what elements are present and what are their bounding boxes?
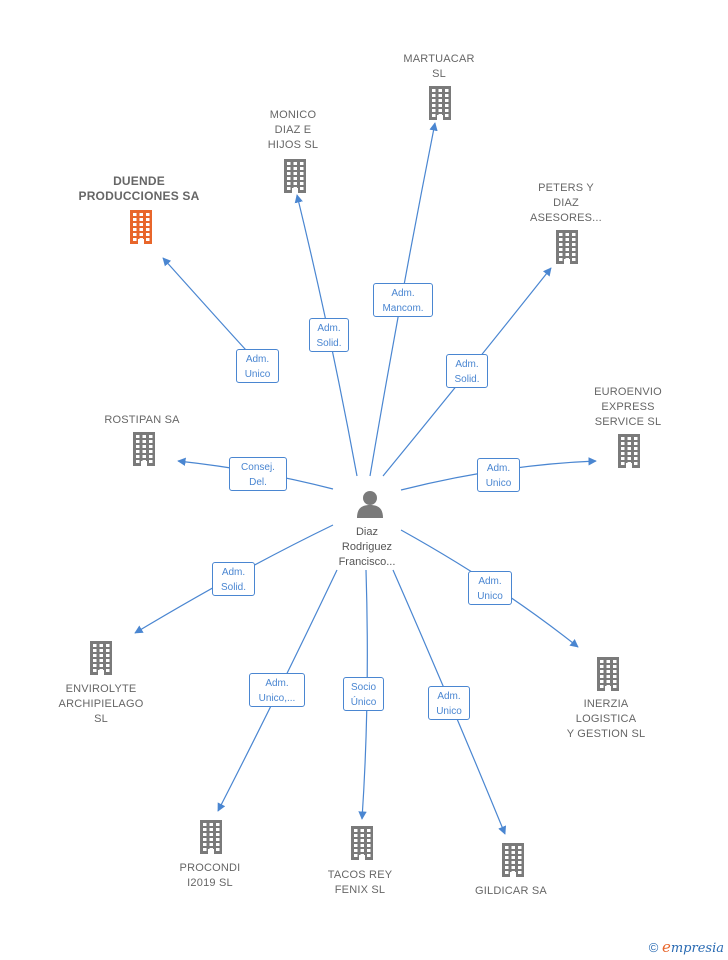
relation-label-inerzia: Adm. Unico [468, 571, 512, 605]
person-icon [357, 491, 383, 518]
relation-label-duende: Adm. Unico [236, 349, 279, 383]
node-label-procondi[interactable]: PROCONDI I2019 SL [179, 862, 241, 889]
building-icon[interactable] [200, 820, 222, 854]
relation-label-procondi: Adm. Unico,... [249, 673, 305, 707]
building-icon[interactable] [502, 843, 524, 877]
node-label-duende[interactable]: DUENDE PRODUCCIONES SA [78, 174, 200, 203]
node-label-rostipan[interactable]: ROSTIPAN SA [104, 414, 180, 426]
relation-label-martuacar: Adm. Mancom. [373, 283, 433, 317]
relation-label-rostipan: Consej. Del. [229, 457, 287, 491]
building-icon[interactable] [130, 210, 152, 244]
building-icon[interactable] [618, 434, 640, 468]
node-label-monico[interactable]: MONICO DIAZ E HIJOS SL [267, 109, 319, 151]
footer-brand: © empresia [649, 938, 724, 956]
building-icon[interactable] [556, 230, 578, 264]
brand-logo-text: mpresia [670, 941, 724, 956]
node-label-martuacar[interactable]: MARTUACAR SL [403, 53, 475, 80]
building-icon[interactable] [351, 826, 373, 860]
relation-label-tacos: Socio Único [343, 677, 384, 711]
node-label-euroenvio[interactable]: EUROENVIO EXPRESS SERVICE SL [594, 386, 662, 428]
node-label-inerzia[interactable]: INERZIA LOGISTICA Y GESTION SL [566, 698, 646, 740]
relation-label-gildicar: Adm. Unico [428, 686, 470, 720]
edge-duende [162, 257, 249, 353]
relation-label-euroenvio: Adm. Unico [477, 458, 520, 492]
relation-label-peters: Adm. Solid. [446, 354, 488, 388]
node-label-peters[interactable]: PETERS Y DIAZ ASESORES... [530, 182, 602, 224]
building-icon[interactable] [90, 641, 112, 675]
center-person-label[interactable]: Diaz Rodriguez Francisco... [338, 526, 396, 568]
building-icon[interactable] [597, 657, 619, 691]
relation-label-envirolyte: Adm. Solid. [212, 562, 255, 596]
building-icon[interactable] [284, 159, 306, 193]
node-label-envirolyte[interactable]: ENVIROLYTE ARCHIPIELAGO SL [58, 683, 144, 725]
relation-label-monico: Adm. Solid. [309, 318, 349, 352]
copyright-icon: © [648, 940, 659, 955]
brand-logo-e: e [661, 938, 671, 956]
building-icon[interactable] [133, 432, 155, 466]
building-icon[interactable] [429, 86, 451, 120]
node-label-gildicar[interactable]: GILDICAR SA [475, 885, 547, 897]
node-label-tacos[interactable]: TACOS REY FENIX SL [327, 869, 393, 896]
